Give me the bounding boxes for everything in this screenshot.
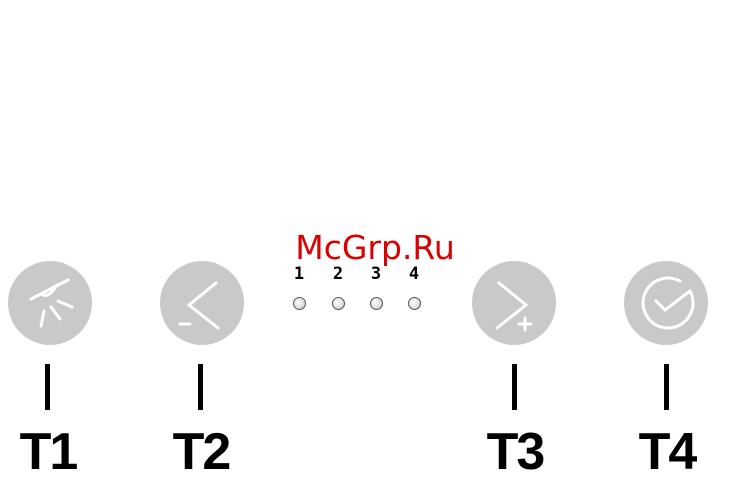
speed-number-2: 2 xyxy=(328,264,348,284)
t3-label: T3 xyxy=(470,424,560,480)
t1-label: T1 xyxy=(3,424,93,480)
speed-increase-icon xyxy=(472,261,556,345)
t2-connector-line xyxy=(198,364,203,410)
timer-button[interactable] xyxy=(624,261,708,345)
speed-increase-button[interactable] xyxy=(472,261,556,345)
t3-connector-line xyxy=(512,364,517,410)
speed-led-3 xyxy=(370,297,383,310)
speed-led-1 xyxy=(293,297,306,310)
speed-decrease-icon xyxy=(160,261,244,345)
light-button[interactable] xyxy=(8,261,92,345)
timer-icon xyxy=(624,261,708,345)
speed-led-4 xyxy=(408,297,421,310)
speed-decrease-button[interactable] xyxy=(160,261,244,345)
t4-connector-line xyxy=(664,364,669,410)
speed-led-2 xyxy=(332,297,345,310)
t2-label: T2 xyxy=(156,424,246,480)
speed-number-1: 1 xyxy=(289,264,309,284)
t4-label: T4 xyxy=(622,424,712,480)
speed-number-4: 4 xyxy=(404,264,424,284)
speed-indicator-group: 1 2 3 4 xyxy=(282,262,432,312)
light-icon xyxy=(8,261,92,345)
t1-connector-line xyxy=(45,364,50,410)
speed-number-3: 3 xyxy=(366,264,386,284)
